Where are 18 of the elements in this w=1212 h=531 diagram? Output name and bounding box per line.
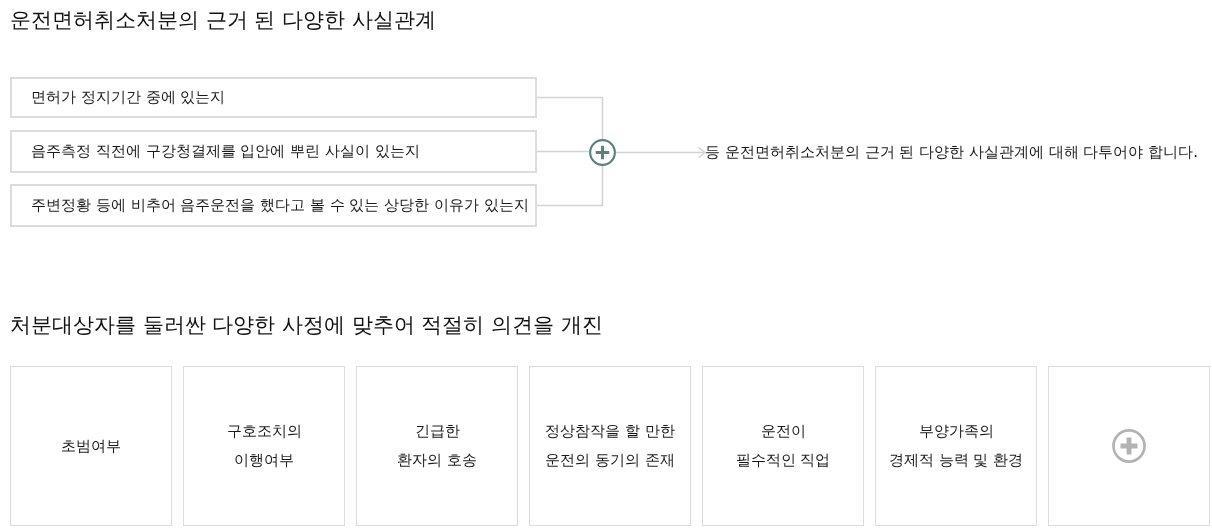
connector-line: [536, 150, 590, 153]
factor-card: 긴급한 환자의 호송: [356, 366, 518, 526]
connector-line: [536, 96, 604, 140]
factor-card: 부양가족의 경제적 능력 및 환경: [875, 366, 1037, 526]
condition-box: 주변정황 등에 비추어 음주운전을 했다고 볼 수 있는 상당한 이유가 있는지: [10, 184, 537, 227]
factor-card: 구호조치의 이행여부: [183, 366, 345, 526]
connector-line: [536, 165, 604, 207]
factor-card: 정상참작을 할 만한 운전의 동기의 존재: [529, 366, 691, 526]
empty-card: [1048, 366, 1210, 526]
plus-circle-icon: [589, 139, 616, 166]
factor-card: 운전이 필수적인 직업: [702, 366, 864, 526]
conclusion-text: 등 운전면허취소처분의 근거 된 다양한 사실관계에 대해 다투어야 합니다.: [705, 140, 1198, 164]
factor-card: 초범여부: [10, 366, 172, 526]
section-heading: 처분대상자를 둘러싼 다양한 사정에 맞추어 적절히 의견을 개진: [10, 312, 603, 339]
arrow: [615, 146, 706, 159]
condition-box: 면허가 정지기간 중에 있는지: [10, 77, 537, 118]
condition-box: 음주측정 직전에 구강청결제를 입안에 뿌린 사실이 있는지: [10, 130, 537, 173]
section-heading: 운전면허취소처분의 근거 된 다양한 사실관계: [10, 7, 436, 34]
